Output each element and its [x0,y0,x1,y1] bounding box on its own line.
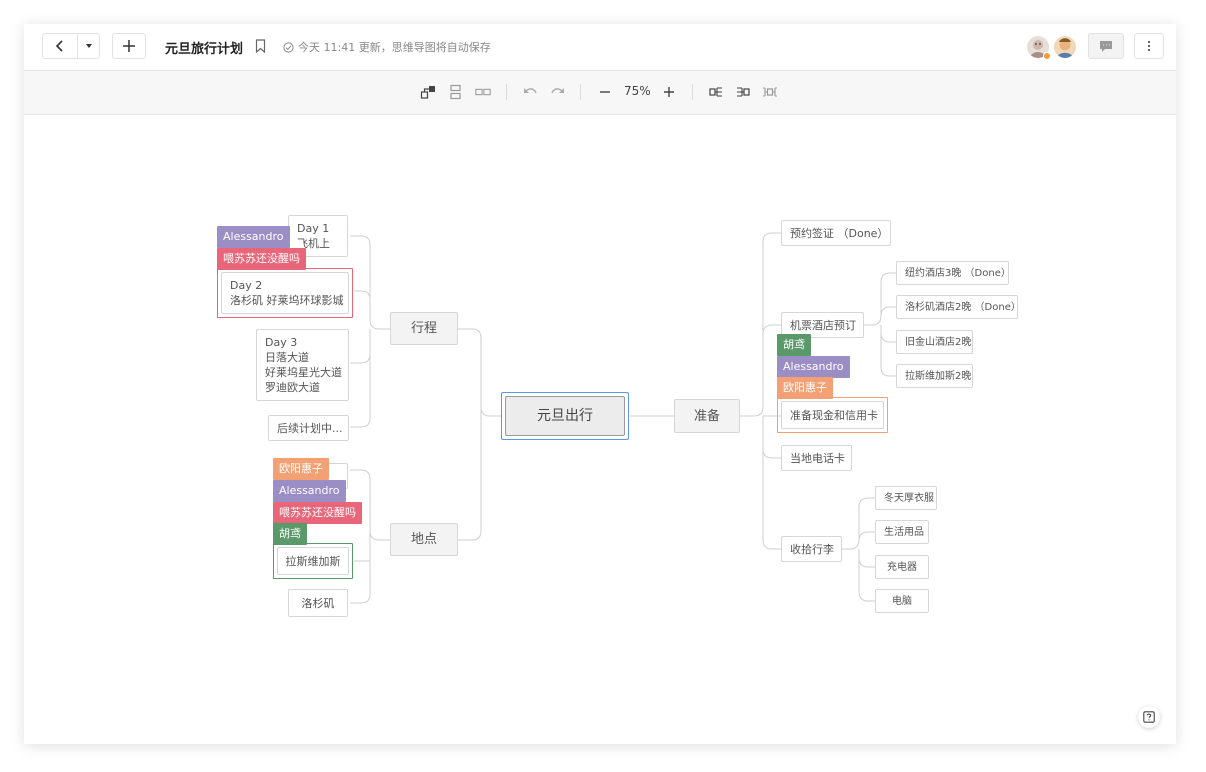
layout-both-button[interactable] [762,84,778,100]
header-bar: 元旦旅行计划 今天 11:41 更新，思维导图将自动保存 [24,24,1176,71]
node-places[interactable]: 地点 [390,523,458,556]
collaborator-tag: 胡鸢 [777,334,811,356]
chevron-left-icon [55,40,63,52]
toolbar-divider [506,84,507,100]
online-status-dot [1043,52,1051,60]
node-line: Day 1 [297,222,330,235]
caret-down-icon [85,44,92,48]
comment-icon [1100,40,1112,52]
more-vertical-icon [1147,40,1151,52]
selection-frame-las-vegas [273,543,353,579]
add-child-node-button[interactable] [420,84,436,100]
undo-icon [524,88,537,94]
comments-button[interactable] [1088,33,1124,59]
avatar-icon [1030,40,1046,58]
node-booking[interactable]: 机票酒店预订 [781,312,864,338]
node-day3[interactable]: Day 3 日落大道 好莱坞星光大道 罗迪欧大道 [256,329,349,401]
collaborator-tag: 欧阳惠子 [777,377,833,399]
check-circle-icon [283,41,294,53]
node-itinerary[interactable]: 行程 [390,312,458,345]
collaborator-tag: Alessandro [273,480,346,502]
node-line: 好莱坞星光大道 [265,366,342,379]
collaborator-tag: 喂苏苏还没醒吗 [217,248,306,270]
node-day2[interactable]: Day 2 洛杉矶 好莱坞环球影城 [221,272,349,314]
root-node[interactable]: 元旦出行 [505,396,625,436]
node-luggage-item[interactable]: 充电器 [875,555,929,579]
help-icon [1143,711,1155,723]
node-cash[interactable]: 准备现金和信用卡 [781,401,884,429]
layout-both-icon [763,87,777,97]
node-luggage-item[interactable]: 生活用品 [875,520,929,544]
zoom-in-button[interactable] [661,84,677,100]
node-las-vegas[interactable]: 拉斯维加斯 [277,547,349,575]
back-button[interactable] [43,34,79,58]
app-window: 元旦旅行计划 今天 11:41 更新，思维导图将自动保存 [24,24,1176,744]
add-sibling-node-button[interactable] [448,84,464,100]
node-luggage-item[interactable]: 冬天厚衣服 [875,486,937,510]
collaborator-tag: 欧阳惠子 [273,458,329,480]
document-title[interactable]: 元旦旅行计划 [165,42,244,57]
collaborator-tag: Alessandro [777,356,850,378]
help-button[interactable] [1138,706,1160,728]
collaborator-avatar-2[interactable] [1054,36,1076,58]
root-selection-frame [501,392,629,440]
toolbar-divider [580,84,581,100]
undo-button[interactable] [522,84,538,100]
node-los-angeles[interactable]: 洛杉矶 [288,589,348,617]
collaborator-avatar-1[interactable] [1027,36,1049,58]
nav-button-group [42,33,100,59]
layout-left-icon [737,87,750,97]
zoom-out-button[interactable] [597,84,613,100]
node-booking-item[interactable]: 拉斯维加斯2晚 [896,364,973,388]
layout-right-button[interactable] [708,84,724,100]
layout-right-icon [709,87,722,97]
collaborator-tag: Alessandro [217,226,290,248]
node-line: 飞机上 [297,237,330,250]
redo-button[interactable] [550,84,566,100]
plus-icon [123,40,135,52]
toolbar-divider [692,84,693,100]
minus-icon [600,91,610,93]
node-prepare[interactable]: 准备 [674,399,740,433]
history-dropdown-button[interactable] [78,34,99,58]
node-booking-item[interactable]: 纽约酒店3晚 （Done） [896,261,1011,285]
node-luggage-item[interactable]: 电脑 [875,589,929,613]
new-document-button[interactable] [112,33,146,59]
add-sibling-icon [450,84,461,100]
plus-icon [664,87,674,97]
node-line: 洛杉矶 好莱坞环球影城 [230,294,344,307]
node-line: Day 3 [265,336,298,349]
node-sim-card[interactable]: 当地电话卡 [781,445,852,471]
node-line: 罗迪欧大道 [265,381,320,394]
node-booking-item[interactable]: 旧金山酒店2晚 [896,330,973,354]
node-day1[interactable]: Day 1 飞机上 [288,215,348,257]
more-menu-button[interactable] [1134,33,1164,59]
node-later-plans[interactable]: 后续计划中... [268,415,349,441]
add-parent-node-button[interactable] [475,84,491,100]
mindmap-canvas[interactable]: 元旦出行 行程 Day 1 飞机上 Day 2 洛杉矶 好莱坞环球影城 Day … [24,115,1176,744]
collaborator-tag: 喂苏苏还没醒吗 [273,502,362,524]
redo-icon [551,88,564,94]
avatar-icon [1057,38,1073,58]
add-parent-icon [475,88,491,96]
node-visa[interactable]: 预约签证 （Done） [781,220,891,246]
bookmark-icon[interactable] [255,39,266,53]
zoom-level: 75% [624,84,651,98]
collaborator-tag: 胡鸢 [273,523,307,545]
layout-left-button[interactable] [735,84,751,100]
add-child-icon [420,86,435,99]
connector-lines [350,232,896,604]
node-booking-item[interactable]: 洛杉矶酒店2晚 （Done） [896,295,1021,319]
mindmap-toolbar: 75% [24,71,1176,115]
node-line: Day 2 [230,279,263,292]
save-status-text: 今天 11:41 更新，思维导图将自动保存 [298,41,491,54]
save-status: 今天 11:41 更新，思维导图将自动保存 [283,39,491,55]
node-luggage[interactable]: 收拾行李 [781,536,842,562]
node-line: 日落大道 [265,351,309,364]
